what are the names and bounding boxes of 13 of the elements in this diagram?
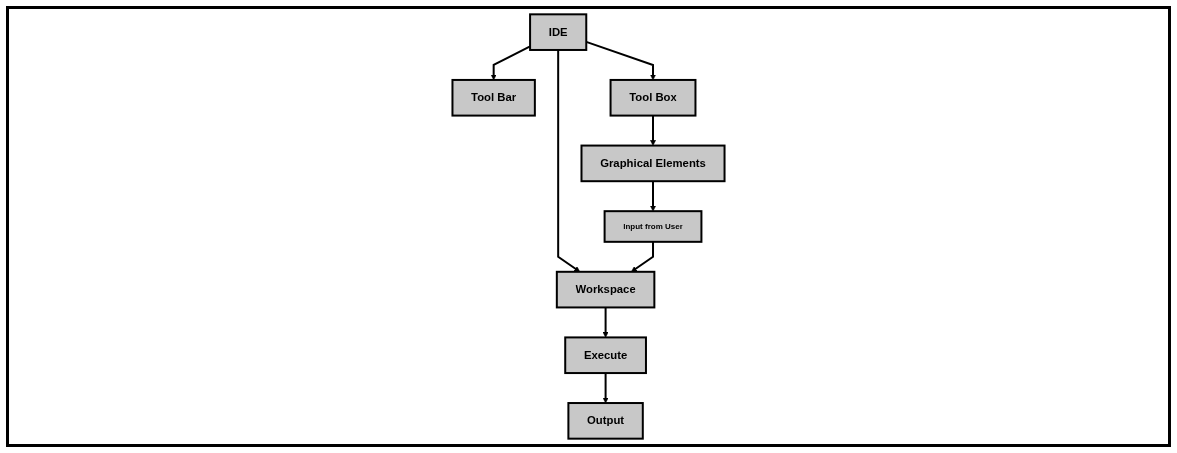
arrow xyxy=(602,306,609,338)
node-box: Workspace xyxy=(555,270,656,309)
arrow xyxy=(631,240,654,273)
arrow xyxy=(602,372,609,404)
arrow xyxy=(650,114,656,146)
arrow xyxy=(650,180,656,212)
node-box: Output xyxy=(567,402,644,440)
arrow xyxy=(557,48,581,273)
node-box: Tool Box xyxy=(609,78,697,117)
node-box: IDE xyxy=(529,13,588,51)
node-box: Execute xyxy=(564,336,647,375)
node-box: Graphical Elements xyxy=(580,144,726,183)
node-box: Tool Bar xyxy=(451,78,536,117)
